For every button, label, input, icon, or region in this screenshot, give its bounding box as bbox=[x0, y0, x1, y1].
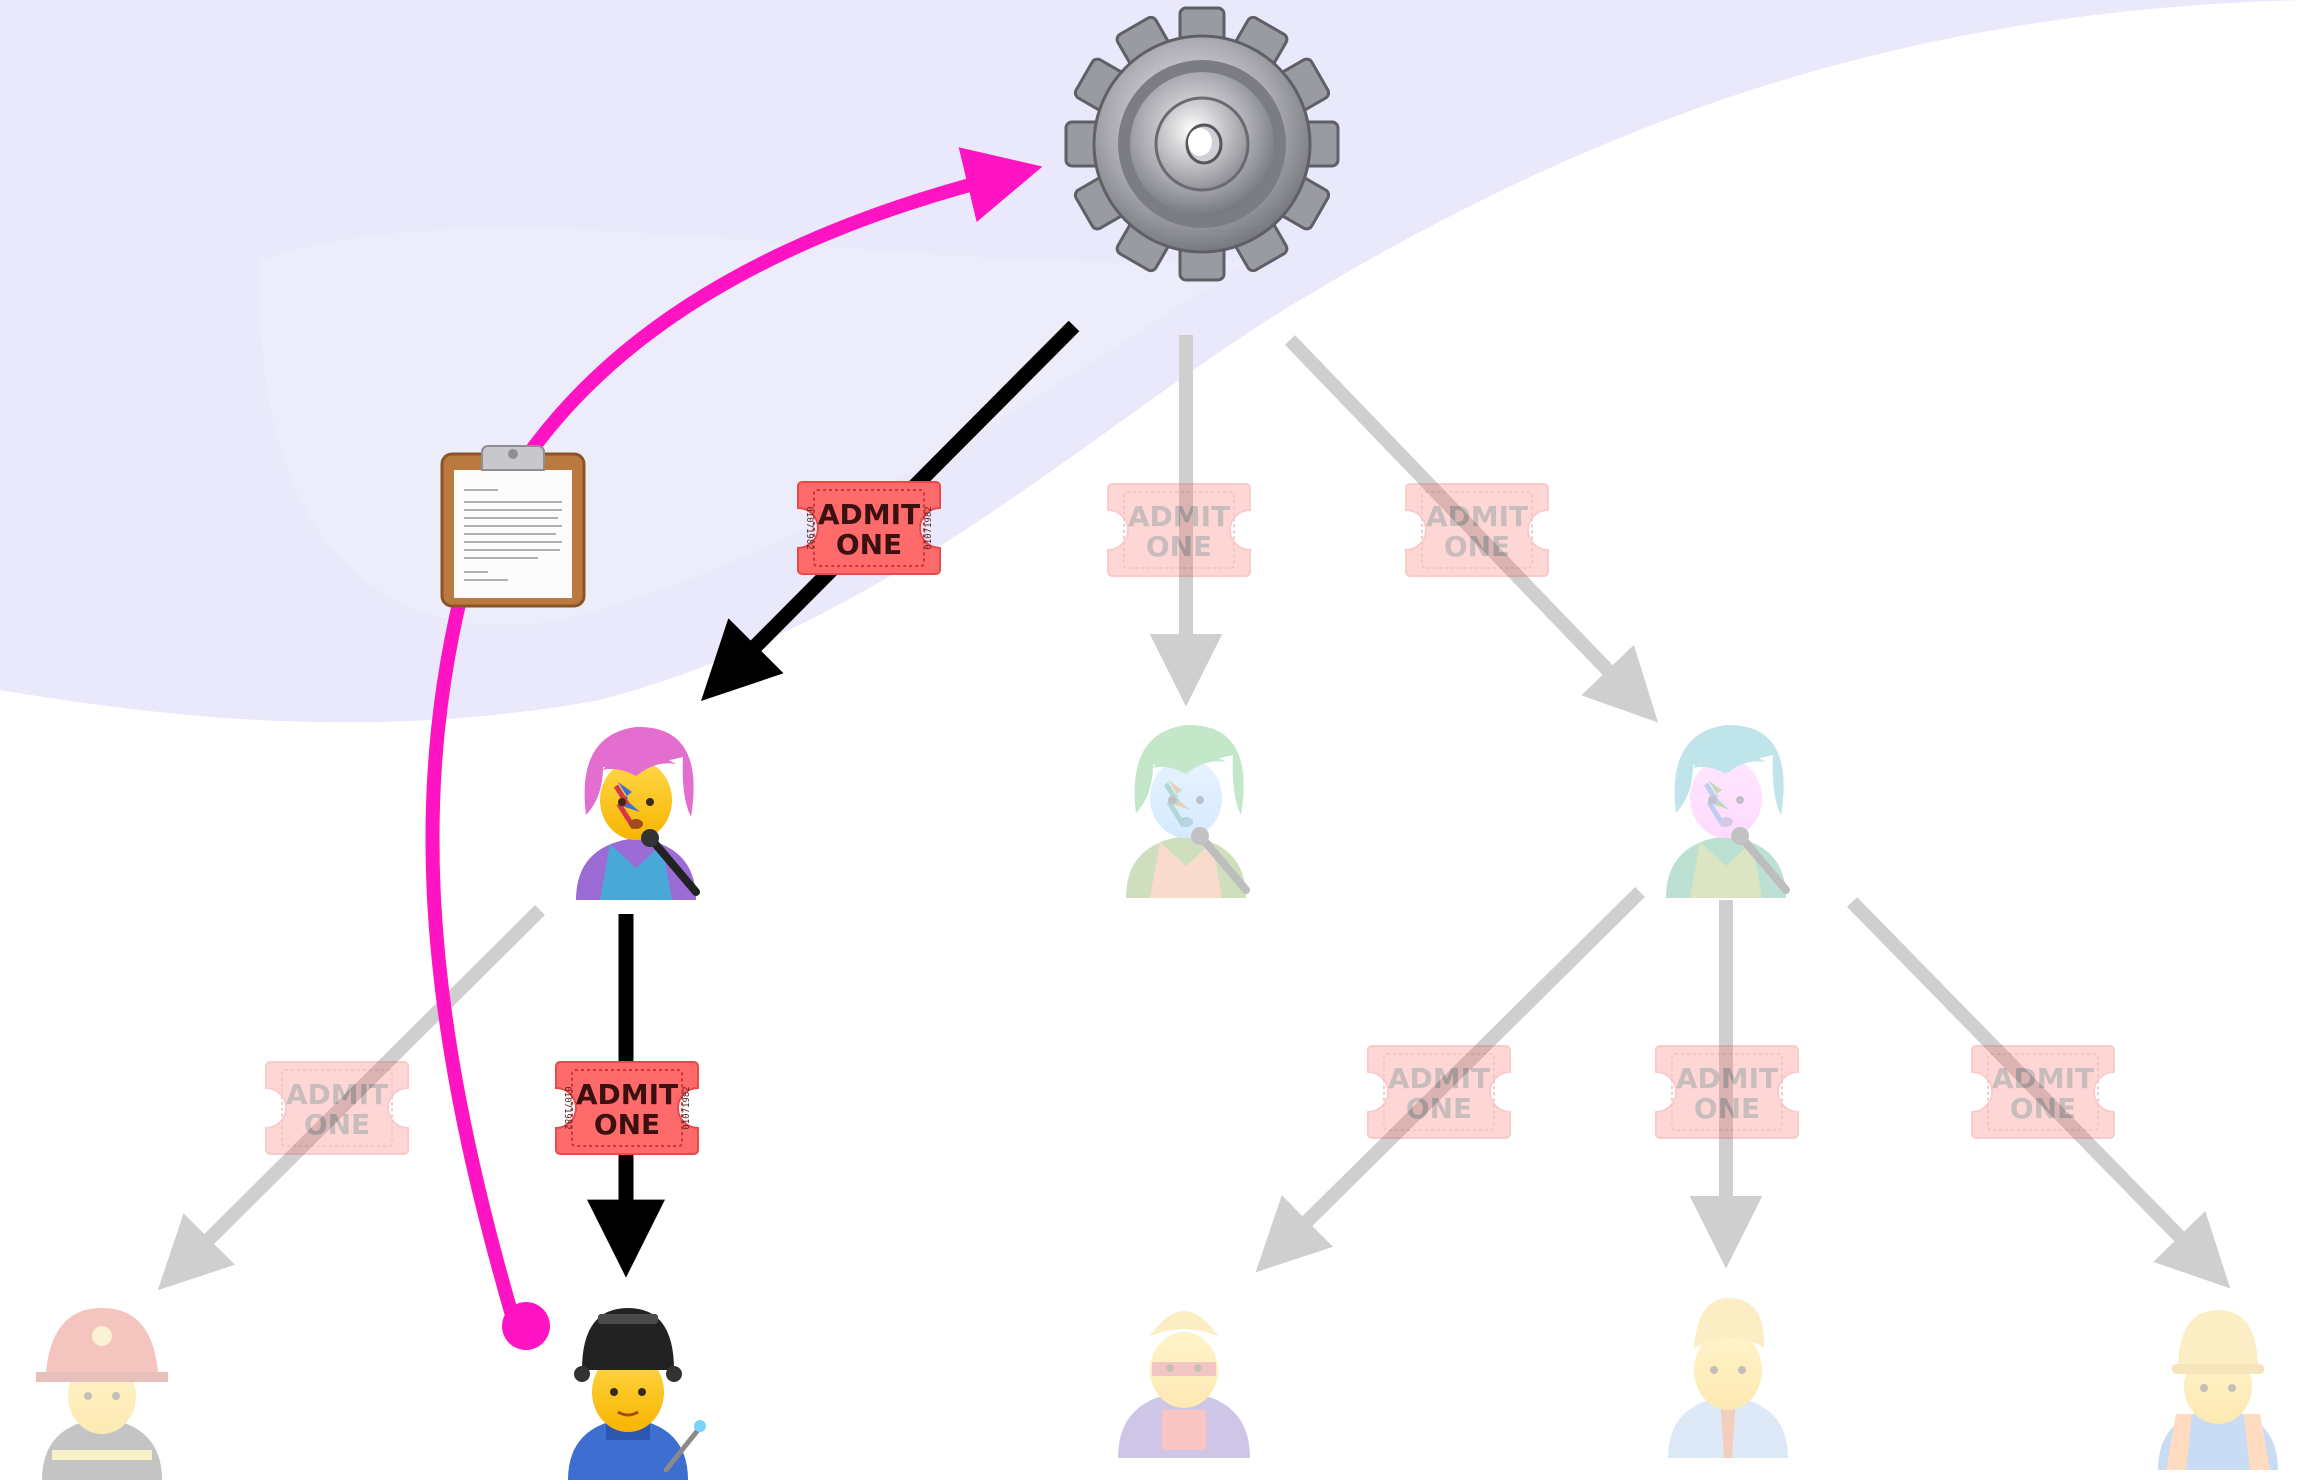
svg-text:ONE: ONE bbox=[836, 528, 902, 561]
svg-text:ADMIT: ADMIT bbox=[286, 1078, 388, 1111]
factory-worker-icon bbox=[568, 1308, 706, 1480]
man-in-tie-icon bbox=[1668, 1298, 1788, 1458]
ticket-faded-6: ADMIT ONE bbox=[1971, 1045, 2115, 1139]
firefighter-icon bbox=[36, 1308, 168, 1480]
svg-text:01071982: 01071982 bbox=[924, 506, 934, 549]
singer-blue-icon bbox=[1666, 725, 1786, 898]
svg-text:ADMIT: ADMIT bbox=[1128, 500, 1230, 533]
svg-text:ADMIT: ADMIT bbox=[576, 1078, 678, 1111]
svg-text:ADMIT: ADMIT bbox=[1992, 1062, 2094, 1095]
svg-text:ADMIT: ADMIT bbox=[1426, 500, 1528, 533]
svg-text:ADMIT: ADMIT bbox=[818, 498, 920, 531]
svg-text:ONE: ONE bbox=[1406, 1092, 1472, 1125]
svg-text:ONE: ONE bbox=[2010, 1092, 2076, 1125]
singer-woman-icon bbox=[576, 727, 696, 900]
ticket-faded-3: ADMIT ONE bbox=[265, 1061, 409, 1155]
clipboard-report-icon bbox=[440, 444, 586, 608]
svg-text:01071982: 01071982 bbox=[682, 1086, 692, 1129]
ticket-faded-2: ADMIT ONE bbox=[1405, 483, 1549, 577]
gear-icon bbox=[1064, 6, 1340, 282]
ticket-faded-1: ADMIT ONE bbox=[1107, 483, 1251, 577]
ticket-faded-5: ADMIT ONE bbox=[1655, 1045, 1799, 1139]
svg-text:ADMIT: ADMIT bbox=[1676, 1062, 1778, 1095]
construction-worker-icon bbox=[2158, 1310, 2278, 1470]
svg-text:ONE: ONE bbox=[1694, 1092, 1760, 1125]
svg-text:01071982: 01071982 bbox=[804, 506, 814, 549]
svg-text:ADMIT: ADMIT bbox=[1388, 1062, 1490, 1095]
ticket-active-1: ADMIT ONE 01071982 01071982 bbox=[797, 481, 941, 575]
svg-text:ONE: ONE bbox=[1146, 530, 1212, 563]
svg-text:01071982: 01071982 bbox=[562, 1086, 572, 1129]
ticket-active-2: ADMIT ONE 01071982 01071982 bbox=[555, 1061, 699, 1155]
svg-text:ONE: ONE bbox=[594, 1108, 660, 1141]
svg-text:ONE: ONE bbox=[304, 1108, 370, 1141]
feedback-arrow-origin-dot bbox=[502, 1302, 550, 1350]
ticket-faded-4: ADMIT ONE bbox=[1367, 1045, 1511, 1139]
singer-green-icon bbox=[1126, 725, 1246, 898]
svg-text:ONE: ONE bbox=[1444, 530, 1510, 563]
superhero-icon bbox=[1118, 1311, 1250, 1458]
inactive-tickets: ADMIT ONE ADMIT ONE ADMIT ONE ADMIT ONE … bbox=[265, 483, 2115, 1155]
